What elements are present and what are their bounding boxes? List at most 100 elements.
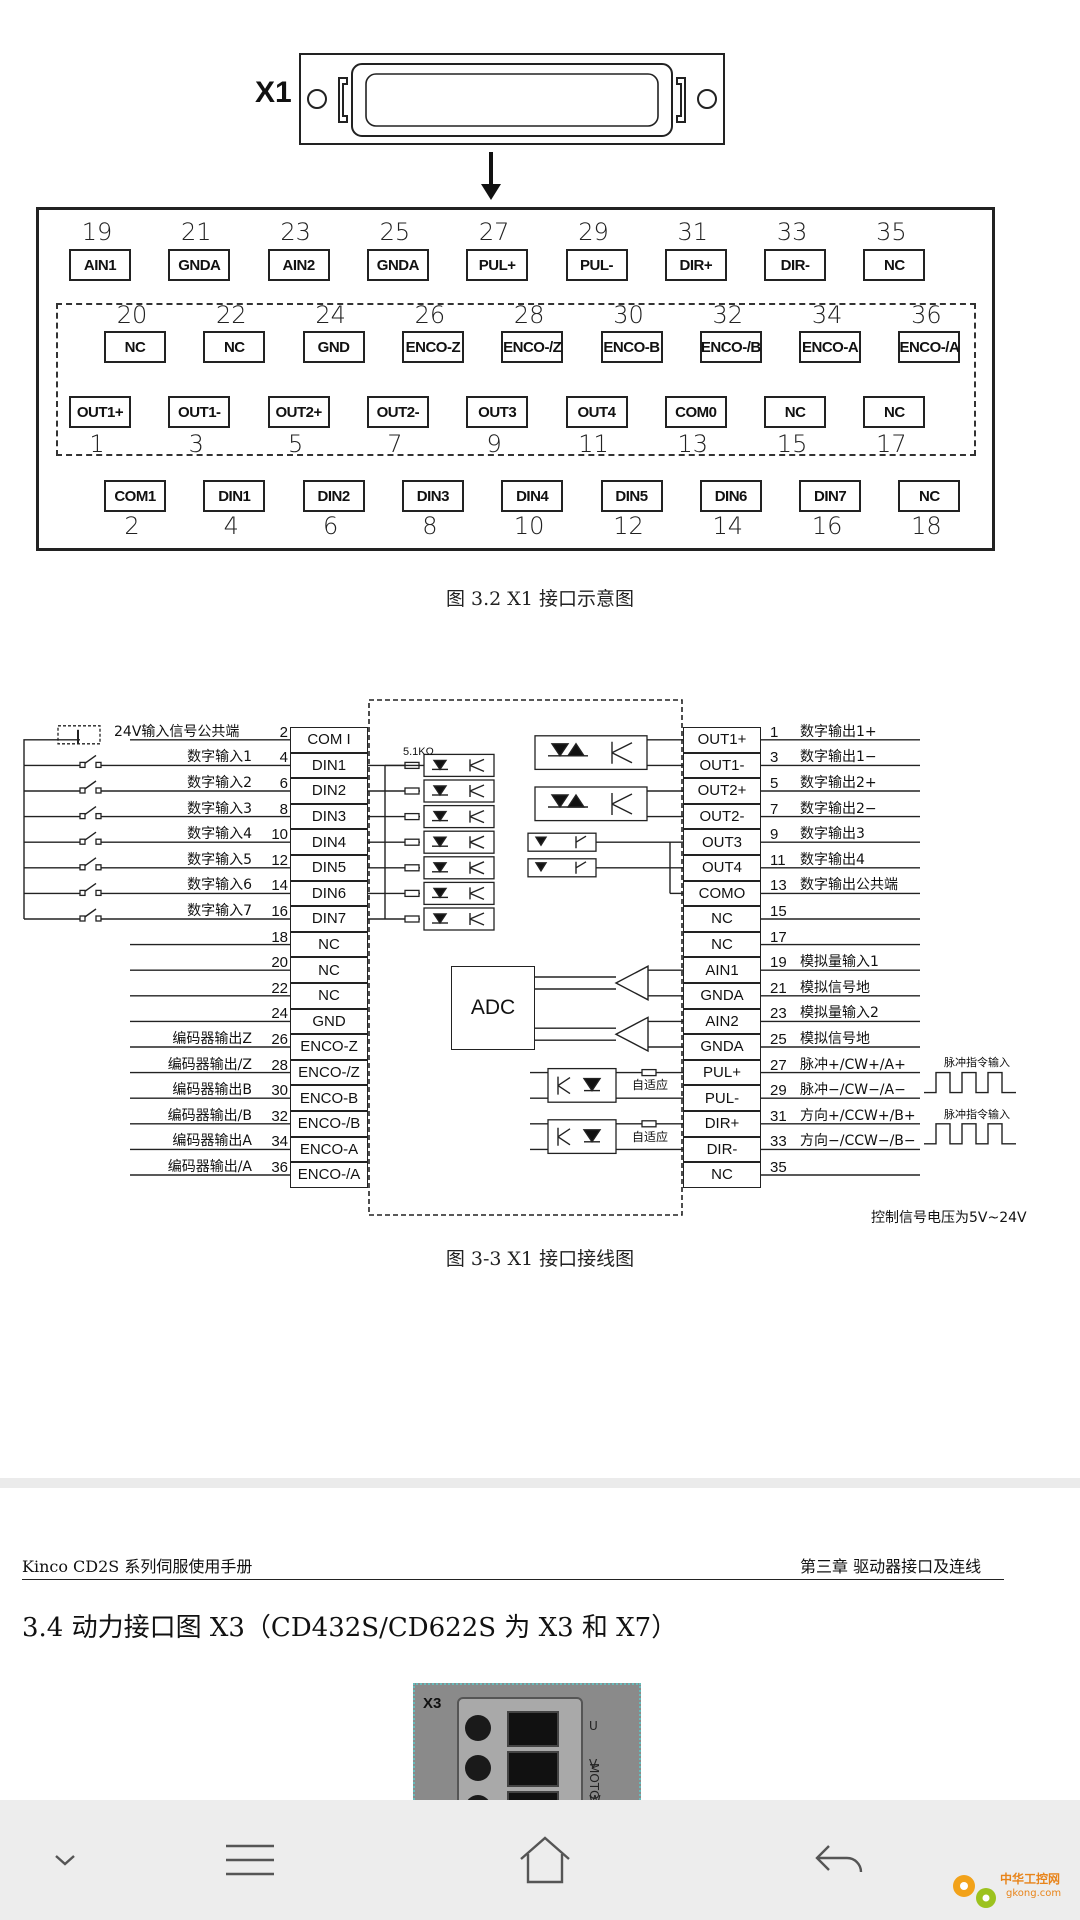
home-icon xyxy=(520,1836,570,1884)
pin-box: NC xyxy=(863,396,926,428)
back-button[interactable] xyxy=(795,1800,885,1920)
figure2-caption: 图 3-3 X1 接口接线图 xyxy=(445,1248,635,1270)
connector-inner-dashed xyxy=(56,303,976,456)
terminal-din6: DIN6 xyxy=(290,880,368,907)
pin-number: 29 xyxy=(770,1082,787,1100)
pin-box: ENCO-Z xyxy=(401,331,464,363)
pin-number: 17 xyxy=(876,430,907,458)
signal-label: 数字输入2 xyxy=(187,775,252,791)
pin-number: 8 xyxy=(422,512,438,540)
pin-box: DIN7 xyxy=(799,480,862,512)
pin-number: 10 xyxy=(513,512,545,540)
back-icon xyxy=(815,1845,863,1873)
pin-number: 19 xyxy=(81,218,113,246)
adaptive-label-2: 自适应 xyxy=(632,1130,669,1144)
signal-label: 模拟量输入2 xyxy=(800,1005,879,1022)
signal-label: 数字输出2+ xyxy=(800,775,877,791)
signal-label: 编码器输出/A xyxy=(167,1159,252,1175)
pin-number: 4 xyxy=(223,512,239,540)
pin-box: DIN1 xyxy=(203,480,266,512)
pin-number: 24 xyxy=(271,1005,288,1023)
pin-box: COM1 xyxy=(104,480,166,512)
pin-box: PUL- xyxy=(565,249,628,281)
menu-icon xyxy=(226,1844,274,1876)
pin-box: ENCO-/B xyxy=(699,331,762,363)
signal-label: 编码器输出A xyxy=(172,1133,252,1150)
watermark-text: 中华工控网 xyxy=(1000,1872,1061,1886)
terminal-encoz: ENCO-/Z xyxy=(290,1059,368,1086)
terminal-gnda: GNDA xyxy=(683,983,761,1009)
terminal-nc: NC xyxy=(683,906,761,932)
terminal-encoz: ENCO-Z xyxy=(290,1034,368,1060)
pin-number: 25 xyxy=(770,1031,787,1048)
pin-number: 13 xyxy=(770,877,787,895)
terminal-ain2: AIN2 xyxy=(683,1008,761,1035)
pin-box: OUT4 xyxy=(565,396,628,428)
slot-w xyxy=(507,1791,559,1800)
resistor-label: 5.1KΩ xyxy=(403,746,434,758)
pin-box: DIN3 xyxy=(401,480,464,512)
pin-box: AIN1 xyxy=(69,249,131,281)
pin-box: NC xyxy=(898,480,961,512)
watermark-logo: 中华工控网 gkong.com xyxy=(944,1860,1070,1916)
signal-label: 方向−/CCW−/B− xyxy=(800,1133,916,1150)
pin-number: 3 xyxy=(770,749,779,767)
signal-label: 模拟信号地 xyxy=(800,979,870,996)
pin-number: 28 xyxy=(513,301,545,329)
pin-number: 32 xyxy=(271,1107,288,1125)
adc-block: ADC xyxy=(451,966,535,1050)
terminal-din5: DIN5 xyxy=(290,855,368,881)
pin-number: 2 xyxy=(124,512,140,540)
x1-label: X1 xyxy=(255,76,292,109)
terminal-out1: OUT1- xyxy=(683,752,761,779)
terminal-w: W xyxy=(589,1793,601,1800)
pin-number: 6 xyxy=(279,775,288,792)
pin-number: 13 xyxy=(677,430,709,458)
common-label: 24V输入信号公共端 xyxy=(114,723,240,740)
home-button[interactable] xyxy=(500,1800,590,1920)
pin-box: COM0 xyxy=(664,396,727,428)
figure1-caption: 图 3.2 X1 接口示意图 xyxy=(446,588,634,610)
signal-label: 方向+/CCW+/B+ xyxy=(800,1107,916,1124)
pin-box: PUL+ xyxy=(466,249,529,281)
pin-box: OUT3 xyxy=(466,396,529,428)
terminal-u: U xyxy=(589,1719,598,1733)
pin-number: 33 xyxy=(776,218,808,246)
pin-number: 27 xyxy=(478,218,510,246)
pin-box: GNDA xyxy=(168,249,231,281)
pin-box: NC xyxy=(863,249,926,281)
terminal-comi: COM I xyxy=(290,727,368,753)
signal-label: 编码器输出/Z xyxy=(167,1056,252,1073)
wiring-lines xyxy=(23,699,1016,1216)
terminal-dir: DIR- xyxy=(683,1136,761,1163)
signal-label: 数字输出3 xyxy=(800,826,865,843)
signal-label: 数字输入4 xyxy=(187,826,252,843)
signal-label: 编码器输出B xyxy=(172,1082,252,1099)
pin-number: 33 xyxy=(770,1133,787,1151)
page-separator xyxy=(0,1478,1080,1488)
pin-box: DIN5 xyxy=(600,480,663,512)
terminal-out3: OUT3 xyxy=(683,829,761,855)
pin-number: 16 xyxy=(271,903,288,920)
motor-label: MOTO xyxy=(587,1763,601,1800)
pin-number: 3 xyxy=(188,430,204,458)
terminal-como: COMO xyxy=(683,880,761,907)
terminal-encob: ENCO-/B xyxy=(290,1111,368,1137)
chevron-down-icon xyxy=(55,1855,75,1866)
pin-box: OUT2+ xyxy=(267,396,330,428)
pin-number: 31 xyxy=(770,1107,787,1125)
pin-number: 22 xyxy=(271,979,288,997)
pin-number: 27 xyxy=(770,1056,787,1074)
screw-u xyxy=(465,1715,491,1741)
terminal-nc: NC xyxy=(290,957,368,983)
pin-number: 11 xyxy=(578,430,609,458)
pin-number: 15 xyxy=(770,903,787,920)
pin-number: 25 xyxy=(379,218,411,246)
collapse-button[interactable] xyxy=(30,1800,100,1920)
pin-number: 1 xyxy=(770,723,779,741)
screw-v xyxy=(465,1755,491,1781)
menu-button[interactable] xyxy=(205,1800,295,1920)
pin-box: ENCO-/A xyxy=(898,331,961,363)
pin-box: DIR- xyxy=(764,249,827,281)
pin-number: 20 xyxy=(116,301,148,329)
